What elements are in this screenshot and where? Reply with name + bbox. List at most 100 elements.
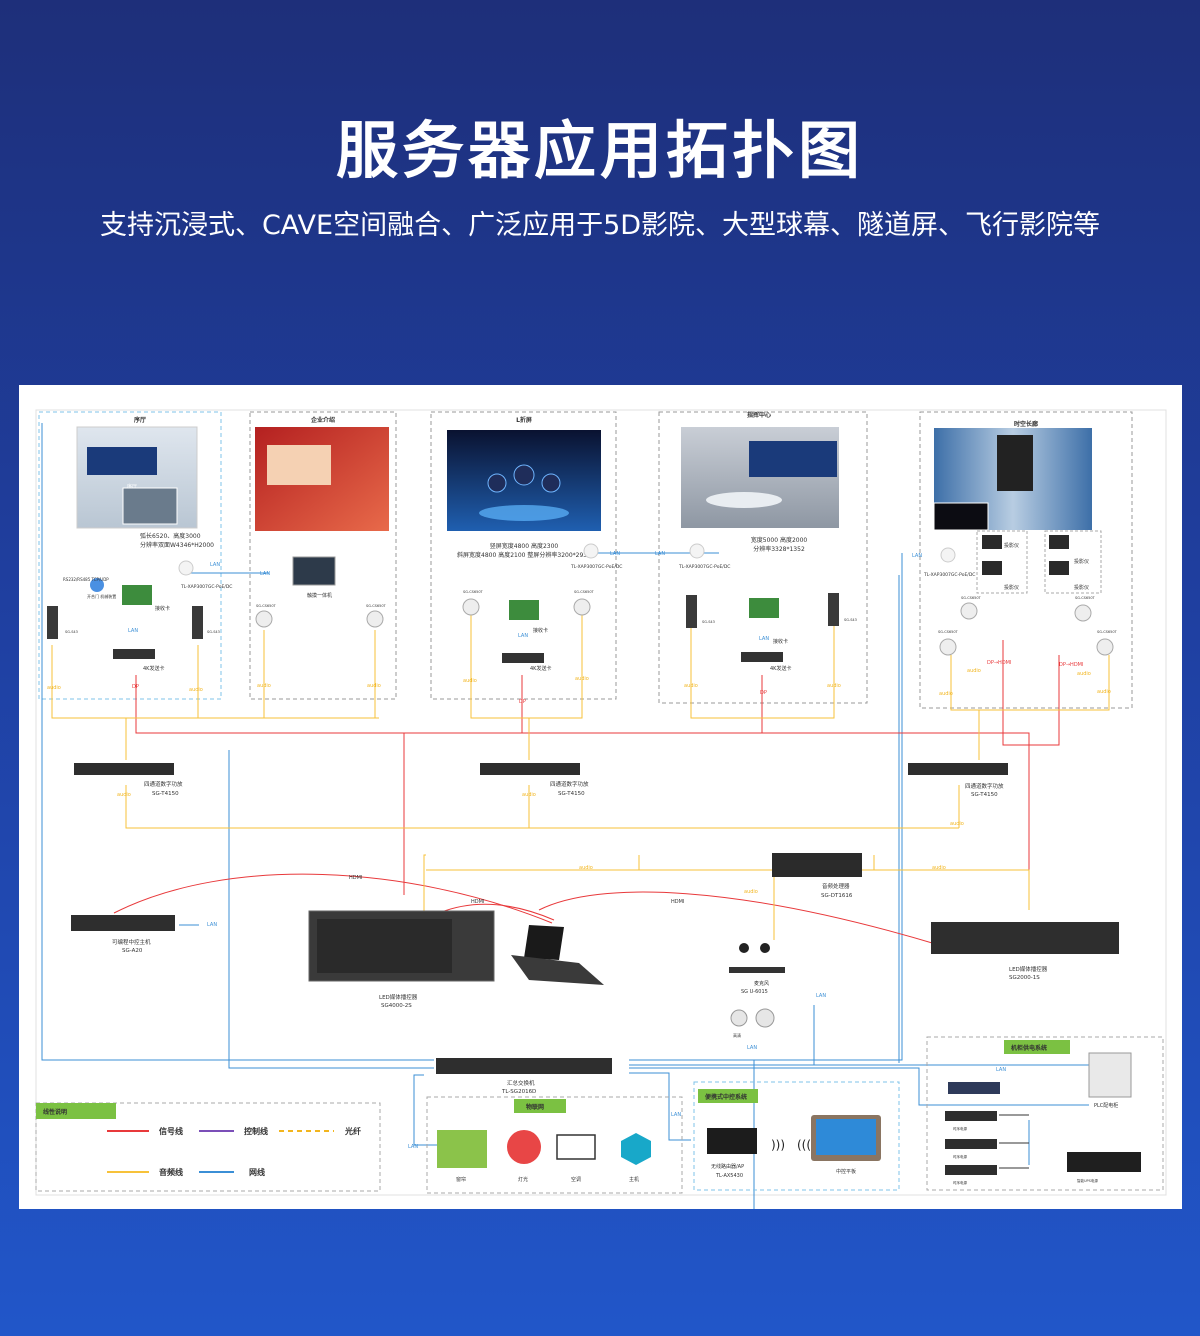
touch-panel: [292, 556, 336, 586]
projector-b2: [1049, 561, 1069, 575]
lan-label-7: LAN: [816, 993, 826, 999]
command-photo-screen: [749, 441, 837, 477]
iot-light-label: 灯光: [518, 1176, 528, 1183]
tunnel-ap-label: TL-XAP3007GC-PoE/DC: [923, 572, 975, 578]
router-model: TL-AX5430: [715, 1173, 743, 1179]
command-sender-label: 4K发送卡: [770, 665, 791, 672]
ups-unit: [1067, 1152, 1141, 1172]
audio-label-9: audio: [939, 691, 953, 697]
hdmi-label-2: HDMI: [471, 899, 484, 905]
lscreen-lan: LAN: [518, 633, 528, 639]
audio-label-12: audio: [1097, 689, 1111, 695]
ac-icon: [556, 1134, 596, 1160]
legend-control-label: 控制线: [244, 1126, 268, 1136]
host-icon: [621, 1133, 651, 1165]
lobby-lan: LAN: [128, 628, 138, 634]
switch-label: 汇总交换机: [507, 1079, 535, 1087]
microphone-label: 麦克风: [754, 980, 769, 987]
audio-processor: [772, 853, 862, 877]
outer-frame: [35, 409, 1167, 1196]
audio-line-labels: audio audio audio audio audio audio audi…: [47, 668, 1111, 895]
lscreen-receiver-card: [509, 600, 539, 620]
curtain-icon: [437, 1130, 487, 1168]
portable-title: 便携式中控系统: [705, 1093, 747, 1101]
tunnel-ceiling-speaker-2-label: SG-CS650T: [938, 630, 959, 634]
projector-group-a: [976, 530, 1028, 594]
network-line-labels: LAN LAN LAN LAN LAN LAN LAN LAN LAN LAN …: [207, 551, 1006, 1150]
command-receiver-card: [749, 598, 779, 618]
zone-lscreen-title: L折屏: [516, 416, 532, 424]
audio-label-7: audio: [684, 683, 698, 689]
lobby-photo-inset: [122, 487, 178, 525]
command-speaker-right: [828, 593, 839, 626]
camera-1: [730, 1009, 748, 1027]
switch-model: TL-SG2016D: [501, 1089, 536, 1095]
kvm-console-keyboard: [511, 955, 604, 985]
central-controller-model: SG-A20: [122, 948, 143, 954]
command-speaker-right-label: SG-S43: [844, 618, 857, 622]
audio-label-13: audio: [117, 792, 131, 798]
plc-cabinet: [1088, 1052, 1132, 1098]
lobby-speaker-left: [47, 606, 58, 639]
amplifier-3-model: SG-T4150: [971, 792, 998, 798]
lscreen-ceiling-speaker-right-label: SG-CS650T: [574, 590, 595, 594]
amplifier-3: [908, 763, 1008, 775]
projector-b2-label: 投影仪: [1074, 584, 1089, 591]
lobby-sender-label: 4K发送卡: [143, 665, 164, 672]
power-section: 机柜供电系统 时序电源 时序电源 时序电源 PLC配电柜 智能UPS电源: [926, 1036, 1164, 1191]
power-sequencer-1: [948, 1082, 1000, 1094]
zone-command-title: 指挥中心: [747, 411, 771, 419]
zone-corp-title: 企业介绍: [310, 416, 335, 424]
audio-label-10: audio: [967, 668, 981, 674]
legend-network-label: 网线: [249, 1167, 265, 1177]
led-controller-b-model: SG2000-1S: [1009, 975, 1040, 981]
power-sequencer-2: [945, 1111, 997, 1121]
power-sequencer-4-label: 时序电源: [953, 1180, 967, 1185]
led-controller-b-label: LED媒体播控器: [1009, 965, 1048, 973]
legend-signal-label: 信号线: [159, 1126, 183, 1136]
power-sequencer-4: [945, 1165, 997, 1175]
lscreen-receiver-label: 接收卡: [533, 627, 548, 634]
lobby-speaker-right: [192, 606, 203, 639]
dp-label-2: DP: [519, 699, 526, 705]
tunnel-ceiling-speaker-1: [960, 602, 978, 620]
microphone-2: [760, 943, 770, 953]
audio-label-16: audio: [579, 865, 593, 871]
lobby-receiver-label: 接收卡: [155, 605, 170, 612]
audio-label-4: audio: [367, 683, 381, 689]
wireless-icon-2: (((: [797, 1138, 811, 1152]
amplifier-2-label: 四通道数字功放: [550, 780, 589, 788]
audio-lines: [51, 615, 1110, 940]
command-speaker-left: [686, 595, 697, 628]
lan-label-11: LAN: [408, 1144, 418, 1150]
lan-label-4: LAN: [655, 551, 665, 557]
projector-b1-label: 投影仪: [1074, 558, 1089, 565]
power-sequencer-3: [945, 1139, 997, 1149]
legend-fiber-label: 光纤: [344, 1126, 361, 1136]
zone-command: 指挥中心 宽度5000 高度2000 分辨率3328*1352: [658, 411, 868, 704]
microphone-1: [739, 943, 749, 953]
mic-receiver: [729, 967, 785, 973]
amplifier-1: [74, 763, 174, 775]
hdmi-label-3: HDMI: [671, 899, 684, 905]
lscreen-devices: TL-XAP3007GC-PoE/DC SG-CS650T SG-CS650T …: [462, 543, 622, 672]
light-icon: [507, 1130, 541, 1164]
zone-lobby: 序厅 序厅 弧长6520、高度3000 分辨率双面W4346*H2000: [38, 411, 222, 700]
door-mechanism-icon: [90, 578, 104, 592]
zone-corp: 企业介绍: [249, 411, 397, 700]
corp-ceiling-speaker-right-label: SG-CS650T: [366, 604, 387, 608]
amplifier-2: [480, 763, 580, 775]
amplifiers: 四通道数字功放 SG-T4150 四通道数字功放 SG-T4150 四通道数字功…: [74, 763, 1008, 798]
iot-section: 物联网 窗帘 灯光 空调 主机: [426, 1096, 683, 1194]
zone-tunnel-title: 时空长廊: [1014, 420, 1038, 428]
legend-audio-label: 音频线: [159, 1167, 183, 1177]
audio-label-2: audio: [189, 687, 203, 693]
legend-title: 线性说明: [43, 1108, 67, 1116]
zone-lobby-title: 序厅: [133, 416, 146, 424]
audio-label-5: audio: [463, 678, 477, 684]
projector-b1: [1049, 535, 1069, 549]
iot-title: 物联网: [526, 1103, 544, 1111]
iot-ac-label: 空调: [571, 1176, 581, 1183]
lan-label-2: LAN: [260, 571, 270, 577]
audio-label-6: audio: [575, 676, 589, 682]
